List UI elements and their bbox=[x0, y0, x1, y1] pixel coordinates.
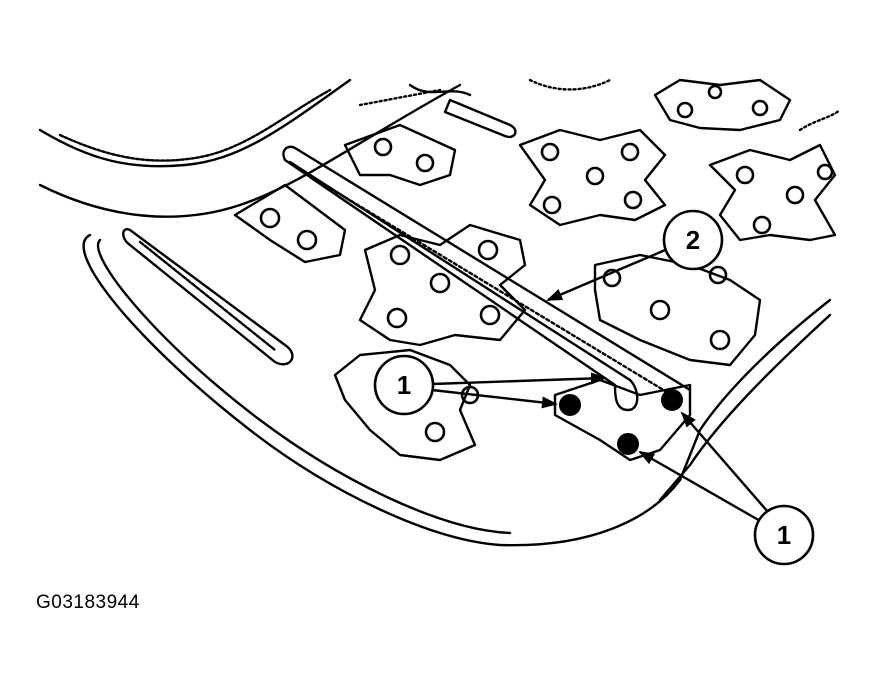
callout-circle-1b bbox=[753, 504, 815, 566]
bolt-hole bbox=[373, 137, 393, 157]
bolt-hole bbox=[389, 244, 411, 266]
bolt-hole bbox=[816, 163, 834, 181]
callout-label-2: 2 bbox=[686, 225, 700, 255]
bolt-hole bbox=[620, 142, 640, 162]
far-upper-right-plate bbox=[653, 78, 792, 132]
callout-label-1a: 1 bbox=[397, 370, 411, 400]
figure-id-label: G03183944 bbox=[36, 592, 140, 613]
seat-outline-inner bbox=[97, 238, 512, 535]
bolt-hole bbox=[708, 265, 728, 285]
leader-1b-to-lower-fastener bbox=[638, 450, 763, 524]
bolt-hole bbox=[709, 329, 731, 351]
upper-slot bbox=[443, 98, 517, 139]
bolt-hole bbox=[477, 239, 499, 261]
bolt-hole bbox=[752, 215, 772, 235]
fastener-nut bbox=[559, 394, 581, 416]
backrest-curve-upper bbox=[38, 78, 352, 168]
leader-2-to-rail bbox=[546, 246, 671, 302]
callout-label-1b: 1 bbox=[777, 520, 791, 550]
bolt-hole bbox=[386, 307, 408, 329]
top-bracket-plate bbox=[343, 123, 457, 187]
bolt-hole bbox=[296, 229, 318, 251]
bolt-hole bbox=[623, 190, 643, 210]
bolt-hole bbox=[676, 101, 694, 119]
seat-edge-right bbox=[658, 313, 832, 502]
bolt-hole bbox=[429, 272, 451, 294]
bolt-hole bbox=[751, 99, 769, 117]
leader-1b-to-right-fastener bbox=[680, 411, 769, 513]
fastener-nut bbox=[617, 433, 639, 455]
top-texture bbox=[358, 78, 842, 132]
lower-left-plate bbox=[333, 348, 477, 462]
bolt-hole bbox=[479, 304, 501, 326]
left-slot-inner bbox=[138, 240, 277, 352]
left-slot bbox=[122, 228, 294, 366]
bolt-hole bbox=[542, 195, 562, 215]
bolt-hole bbox=[415, 153, 435, 173]
rail-end-bracket bbox=[553, 378, 692, 462]
backrest-top-edge bbox=[408, 83, 472, 97]
bolt-hole bbox=[259, 207, 281, 229]
leader-1a-to-fastener bbox=[431, 388, 558, 409]
bolt-hole bbox=[602, 268, 622, 288]
bolt-hole bbox=[649, 299, 671, 321]
bolt-hole bbox=[707, 84, 723, 100]
lower-right-plate bbox=[593, 253, 762, 367]
leader-1a-to-rail-end bbox=[431, 372, 607, 386]
bolt-hole bbox=[585, 166, 605, 186]
main-rail bbox=[282, 145, 692, 412]
right-cross-plate bbox=[708, 143, 837, 242]
upper-right-cross-plate bbox=[518, 128, 667, 227]
bolt-hole bbox=[424, 421, 446, 443]
callout-circle-1a bbox=[373, 354, 435, 416]
left-bracket-plate bbox=[233, 183, 347, 264]
bolt-hole bbox=[785, 185, 805, 205]
main-rail-shadow bbox=[298, 168, 682, 402]
bolt-hole bbox=[540, 142, 560, 162]
callout-circle-2 bbox=[662, 209, 724, 271]
center-cross-plate bbox=[358, 223, 527, 347]
seat-outline bbox=[82, 233, 832, 547]
bolt-hole bbox=[735, 165, 755, 185]
fastener-nut bbox=[661, 389, 683, 411]
backrest-curve-upper-inner bbox=[58, 88, 332, 162]
